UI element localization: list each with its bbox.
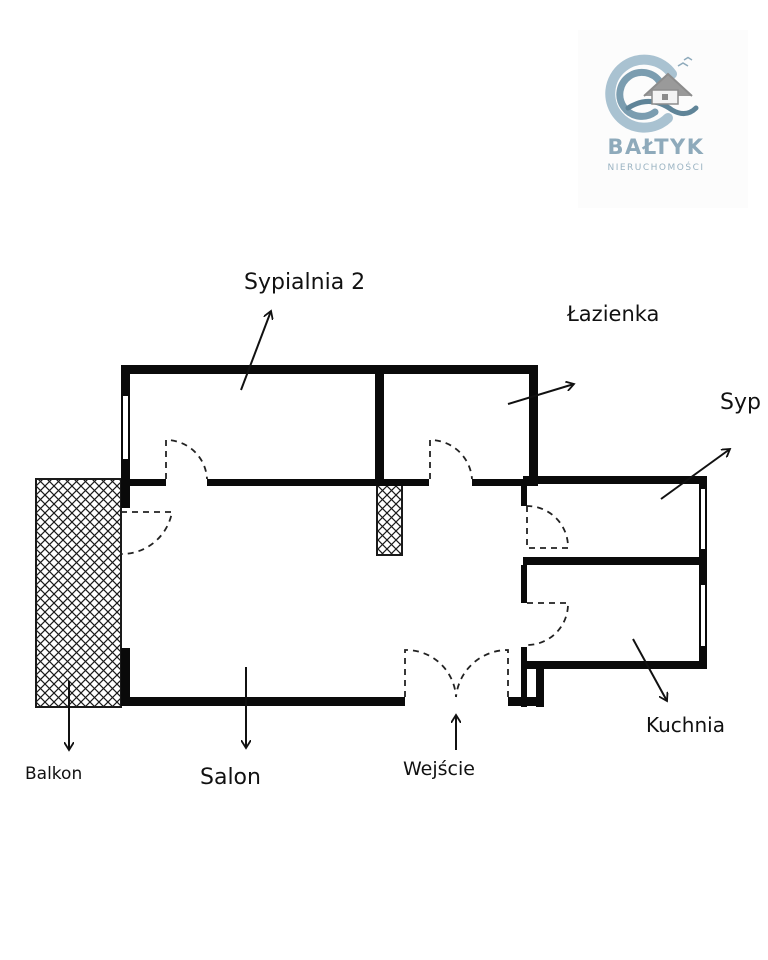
door-swings	[120, 439, 569, 698]
wall-bottom-left	[121, 697, 405, 706]
wall-entry-corner	[536, 667, 544, 707]
arrow-bedroom1	[660, 449, 730, 500]
door-bedroom1	[526, 505, 569, 549]
room-labels: Sypialnia 2 Łazienka Syp Kuchnia Salon B…	[25, 270, 761, 790]
wall-corridor-top-1	[121, 479, 166, 486]
label-bathroom: Łazienka	[566, 302, 659, 326]
wall-living-left	[121, 648, 130, 706]
wave-house-emblem	[605, 54, 699, 133]
label-bedroom2: Sypialnia 2	[244, 270, 365, 295]
arrow-bathroom	[507, 384, 574, 405]
label-living-room: Salon	[200, 765, 261, 790]
arrow-kitchen	[632, 638, 667, 701]
window-bedroom2	[121, 394, 130, 461]
wall-corridor-right-2	[521, 565, 527, 603]
wall-corridor-right-3	[521, 647, 527, 707]
arrow-bedroom2	[240, 311, 271, 391]
wall-bedroom1-top	[523, 476, 707, 484]
label-bedroom1: Syp	[720, 390, 761, 415]
door-kitchen	[526, 602, 569, 646]
wall-corridor-top-3	[472, 479, 538, 486]
wall-bedroom-bathroom	[375, 365, 384, 483]
wall-kitchen-right	[699, 647, 707, 669]
wall-corridor-top-2	[207, 479, 429, 486]
company-logo: BAŁTYK NIERUCHOMOŚCI	[578, 30, 748, 208]
label-balcony: Balkon	[25, 764, 82, 784]
door-entrance-right	[455, 649, 509, 698]
door-balcony	[120, 511, 174, 555]
wall-bedroom1-right-top	[699, 476, 707, 488]
windows	[121, 394, 707, 648]
wall-bedroom-kitchen	[523, 557, 707, 565]
wall-bottom-right	[508, 697, 544, 706]
wall-top	[121, 365, 538, 374]
wall-bedroom1-right-bottom	[699, 550, 707, 584]
label-kitchen: Kuchnia	[646, 713, 725, 737]
wall-bedroom2-left-top	[121, 365, 130, 395]
ventilation-shaft	[376, 484, 403, 556]
wall-kitchen-bottom	[523, 661, 707, 669]
door-entrance-left	[404, 649, 457, 698]
window-kitchen	[699, 583, 707, 648]
walls	[121, 365, 707, 707]
logo-tagline: NIERUCHOMOŚCI	[607, 161, 704, 173]
label-arrows	[69, 311, 730, 750]
logo-name: BAŁTYK	[607, 135, 704, 159]
label-entrance: Wejście	[403, 758, 475, 780]
wall-corridor-right-1	[521, 484, 527, 506]
balcony-area	[35, 478, 122, 708]
door-bedroom2	[165, 439, 208, 480]
wall-bathroom-right	[529, 365, 538, 483]
window-bedroom1	[699, 487, 707, 551]
door-bathroom	[429, 439, 473, 480]
